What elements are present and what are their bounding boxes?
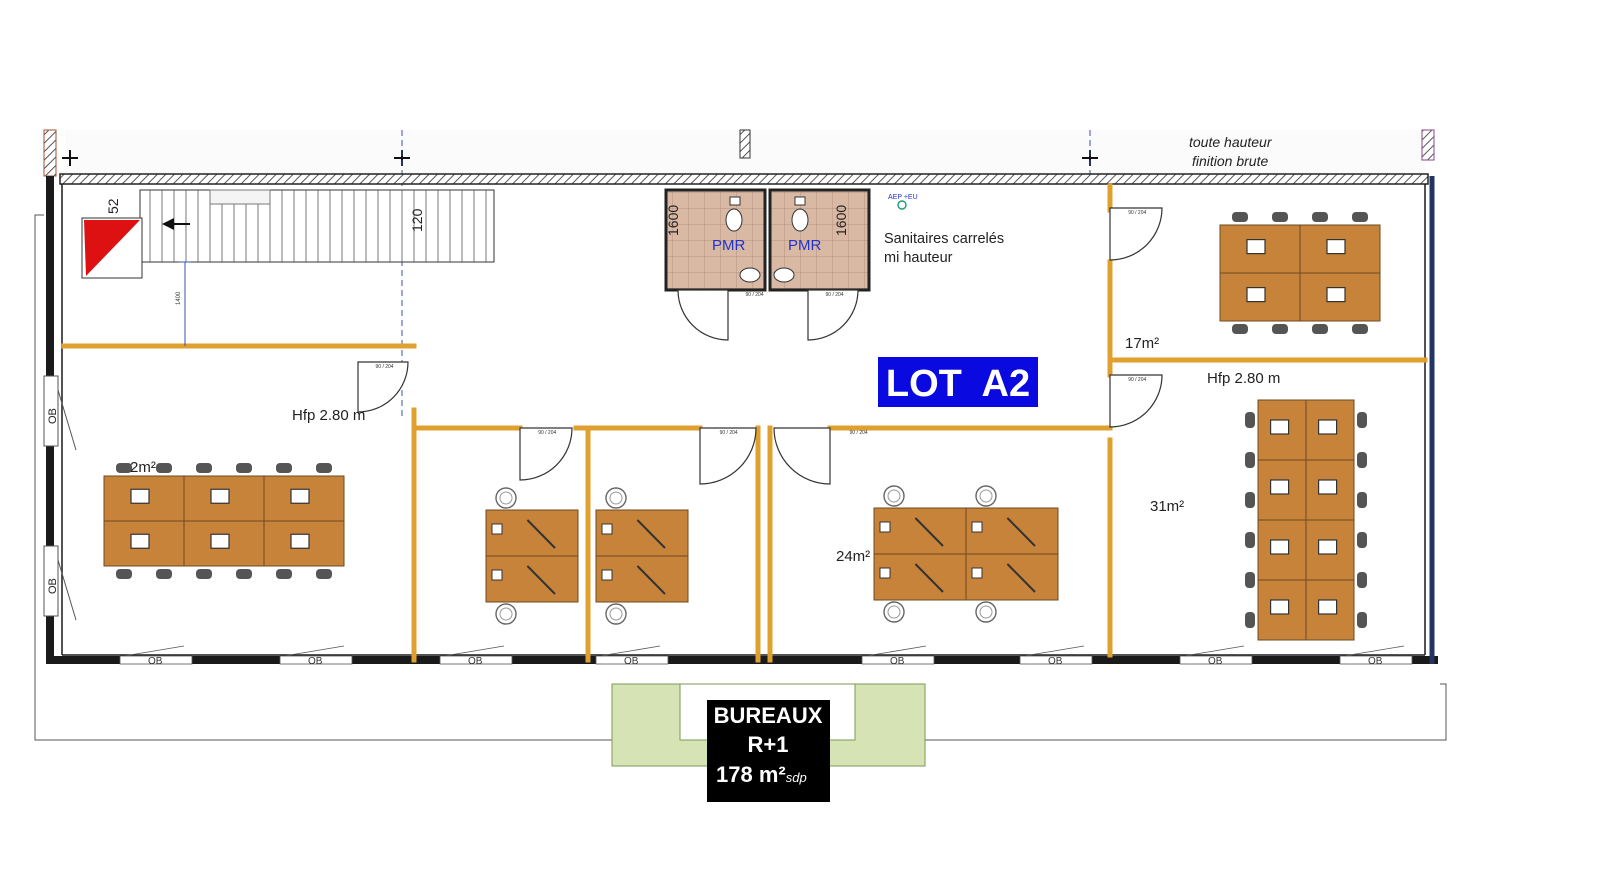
note-finition-brute: finition brute	[1192, 153, 1268, 169]
door-tag: 90 / 204	[1128, 377, 1146, 383]
hfp-right: Hfp 2.80 m	[1207, 370, 1280, 387]
area-17: 17m²	[1125, 335, 1159, 352]
bureaux-level: R+1	[748, 732, 789, 757]
window-opening: OB	[119, 645, 193, 667]
note-mi-hauteur: mi hauteur	[884, 250, 953, 266]
window-opening: OB	[1339, 645, 1413, 667]
window-tag: OB	[624, 656, 639, 667]
footprint-outline	[34, 214, 1447, 741]
door-tag: 90 / 204	[538, 430, 556, 436]
door-swing: 90 / 204	[677, 289, 764, 341]
window-tag: OB	[1368, 656, 1383, 667]
workstation-cluster	[595, 487, 689, 625]
door-tag: 90 / 204	[746, 292, 764, 298]
window-tag: OB	[890, 656, 905, 667]
pmr-label-a: PMR	[712, 237, 746, 254]
note-aep: AEP +EU	[888, 194, 918, 201]
area-24: 24m²	[836, 548, 870, 565]
window-tag: OB	[308, 656, 323, 667]
door-swing: 90 / 204	[773, 427, 868, 485]
area-left: 2m²	[130, 459, 156, 476]
dim-52: 52	[105, 198, 121, 214]
window-opening: OB	[595, 645, 669, 667]
door-tag: 90 / 204	[376, 364, 394, 370]
bureaux-title: BUREAUX	[714, 703, 823, 728]
hfp-left: Hfp 2.80 m	[292, 407, 365, 424]
workstation-cluster	[873, 485, 967, 623]
bureaux-label-bg	[707, 700, 830, 802]
restrooms	[664, 188, 907, 292]
window-tag-left-2: OB	[47, 578, 59, 594]
staircase	[81, 189, 495, 346]
partitions	[61, 183, 1428, 663]
dim-120: 120	[409, 208, 425, 232]
door-swing: 90 / 204	[357, 361, 409, 413]
window-tag: OB	[468, 656, 483, 667]
window-opening: OB	[1179, 645, 1253, 667]
conference-desks	[1219, 212, 1381, 334]
workstation-cluster	[965, 485, 1059, 623]
window-tag: OB	[1048, 656, 1063, 667]
doors: 90 / 204 90 / 204 90 / 204 90 / 204 90 / 204…	[357, 207, 1163, 485]
note-sanitaires: Sanitaires carrelés	[884, 231, 1004, 247]
area-31: 31m²	[1150, 498, 1184, 515]
door-swing: 90 / 204	[699, 427, 757, 485]
workstation-cluster	[485, 487, 579, 625]
window-opening: OB	[861, 645, 935, 667]
door-tag: 90 / 204	[850, 430, 868, 436]
door-swing: 90 / 204	[1109, 374, 1163, 428]
dim-1400: 1400	[176, 291, 182, 305]
bureaux-area-suffix: sdp	[786, 770, 807, 785]
note-toute-hauteur: toute hauteur	[1189, 134, 1273, 150]
door-swing: 90 / 204	[519, 427, 573, 481]
conference-desks	[103, 463, 345, 579]
bureaux-area: 178 m²sdp	[716, 762, 807, 787]
bottom-windows: OB OB OB OB OB OB OB OB	[119, 645, 1413, 667]
dim-1600-b: 1600	[833, 205, 849, 236]
left-windows	[43, 375, 77, 621]
door-tag: 90 / 204	[826, 292, 844, 298]
window-tag: OB	[1208, 656, 1223, 667]
window-tag-left-1: OB	[47, 408, 59, 424]
bureaux-area-value: 178 m²	[716, 762, 786, 787]
conference-desks	[1245, 399, 1367, 641]
window-tag: OB	[148, 656, 163, 667]
top-wall	[59, 173, 1429, 185]
window-opening: OB	[279, 645, 353, 667]
furniture	[103, 212, 1381, 641]
window-opening: OB	[439, 645, 513, 667]
lot-label: LOT A2	[886, 363, 1030, 405]
dim-1600-a: 1600	[665, 205, 681, 236]
door-swing: 90 / 204	[807, 289, 859, 341]
lot-label-bg	[878, 357, 1038, 407]
door-swing: 90 / 204	[1109, 207, 1163, 261]
pmr-label-b: PMR	[788, 237, 822, 254]
door-tag: 90 / 204	[720, 430, 738, 436]
door-tag: 90 / 204	[1128, 210, 1146, 216]
window-opening: OB	[1019, 645, 1093, 667]
